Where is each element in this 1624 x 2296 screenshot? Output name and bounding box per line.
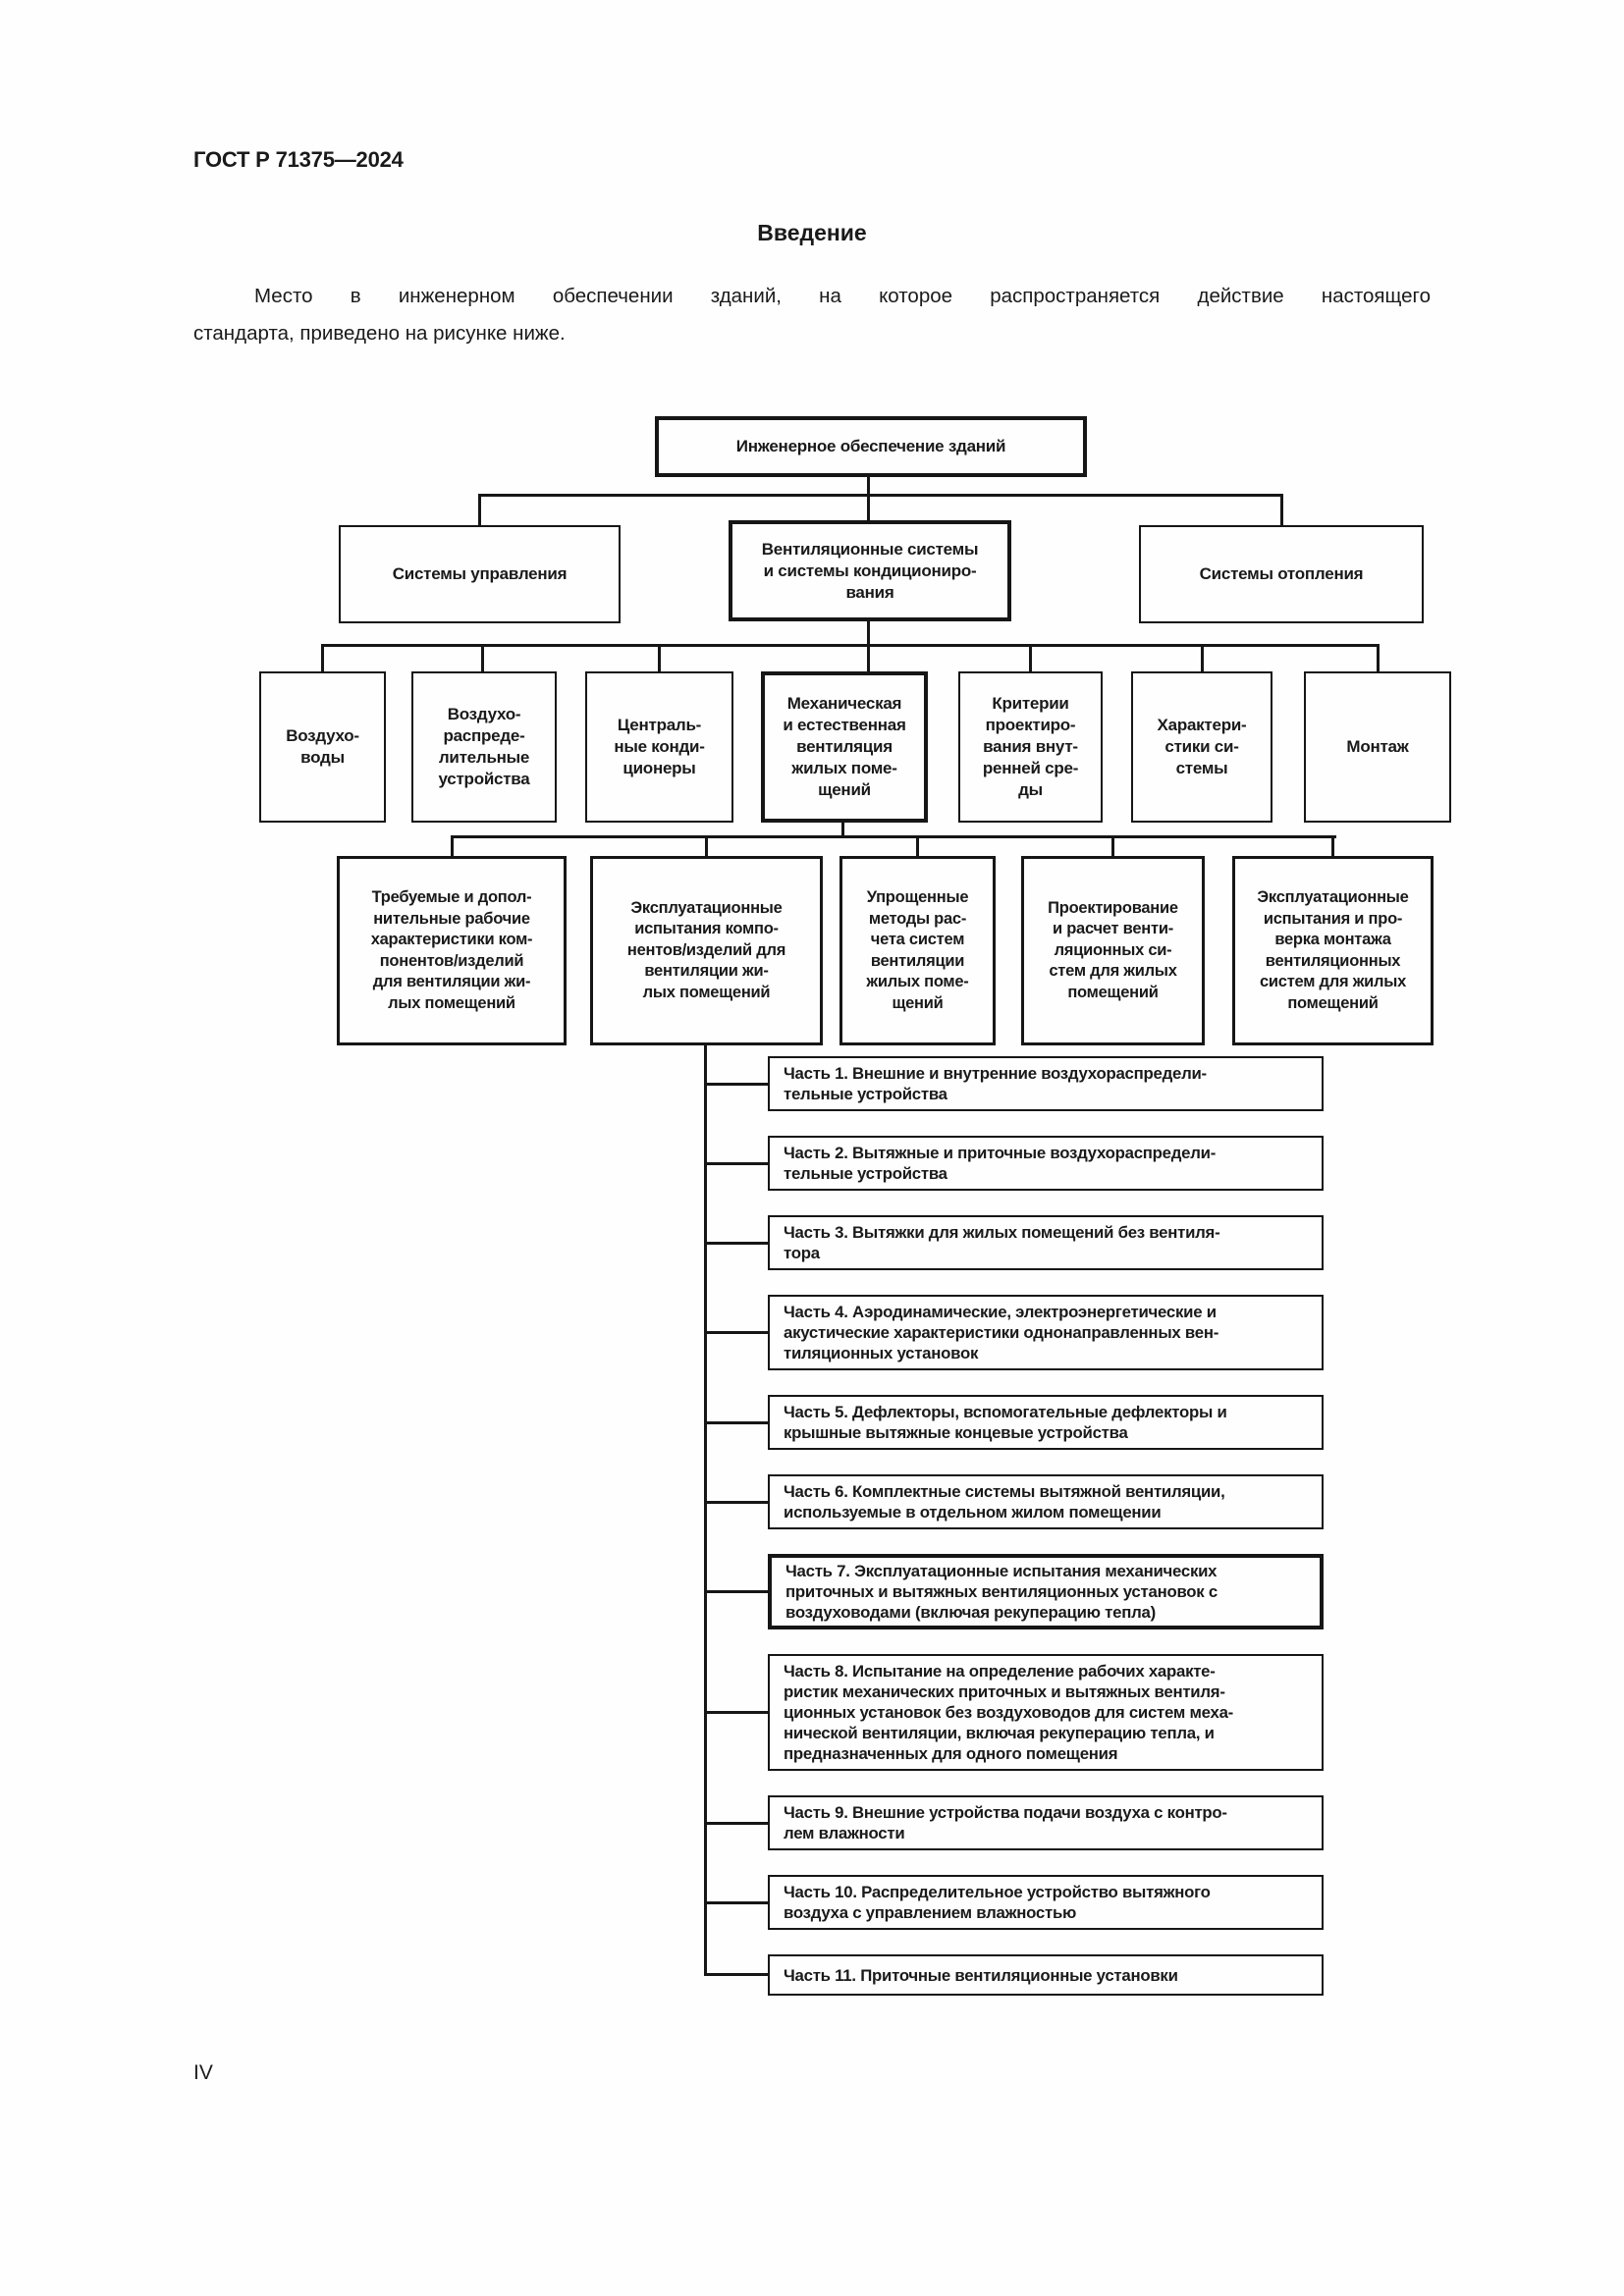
- part-7: Часть 7. Эксплуатационные испытания меха…: [768, 1554, 1324, 1629]
- part-6: Часть 6. Комплектные системы вытяжной ве…: [768, 1474, 1324, 1529]
- node-indoor-environment-design-criteria: Критерии проектиро- вания внут- ренней с…: [958, 671, 1103, 823]
- connector: [1201, 644, 1204, 673]
- page-number: IV: [193, 2061, 213, 2084]
- node-installation: Монтаж: [1304, 671, 1451, 823]
- intro-paragraph-line2: стандарта, приведено на рисунке ниже.: [193, 322, 566, 345]
- connector: [478, 494, 481, 527]
- connector: [321, 644, 324, 673]
- connector: [867, 621, 870, 647]
- node-air-ducts: Воздухо- воды: [259, 671, 386, 823]
- connector: [704, 1421, 769, 1424]
- part-5: Часть 5. Дефлекторы, вспомогательные деф…: [768, 1395, 1324, 1450]
- connector: [704, 1083, 769, 1086]
- node-air-distribution-devices: Воздухо- распреде- лительные устройства: [411, 671, 557, 823]
- node-operational-tests-components: Эксплуатационные испытания компо- нентов…: [590, 856, 823, 1045]
- connector: [704, 1242, 769, 1245]
- connector: [1029, 644, 1032, 673]
- connector: [704, 1501, 769, 1504]
- node-heating-systems: Системы отопления: [1139, 525, 1424, 623]
- node-operational-tests-installation-check: Эксплуатационные испытания и про- верка …: [1232, 856, 1434, 1045]
- connector: [321, 644, 1380, 647]
- node-system-characteristics: Характери- стики си- стемы: [1131, 671, 1272, 823]
- part-11: Часть 11. Приточные вентиляционные устан…: [768, 1954, 1324, 1996]
- node-mechanical-natural-ventilation: Механическая и естественная вентиляция ж…: [761, 671, 928, 823]
- connector: [704, 1973, 769, 1976]
- connector: [704, 1901, 769, 1904]
- connector: [658, 644, 661, 673]
- node-building-engineering: Инженерное обеспечение зданий: [655, 416, 1087, 477]
- section-title: Введение: [757, 220, 867, 245]
- connector: [704, 1162, 769, 1165]
- intro-paragraph-line1: Место в инженерном обеспечении зданий, н…: [254, 285, 1431, 307]
- connector: [478, 494, 1283, 497]
- connector: [704, 1590, 769, 1593]
- connector: [867, 644, 870, 673]
- connector: [481, 644, 484, 673]
- standard-code: ГОСТ Р 71375—2024: [193, 147, 404, 172]
- connector: [704, 1331, 769, 1334]
- connector: [1280, 494, 1283, 527]
- connector: [916, 835, 919, 859]
- part-3: Часть 3. Вытяжки для жилых помещений без…: [768, 1215, 1324, 1270]
- part-8: Часть 8. Испытание на определение рабочи…: [768, 1654, 1324, 1771]
- connector: [705, 835, 708, 859]
- part-2: Часть 2. Вытяжные и приточные воздухорас…: [768, 1136, 1324, 1191]
- node-control-systems: Системы управления: [339, 525, 621, 623]
- connector: [704, 1711, 769, 1714]
- node-ventilation-air-conditioning-systems: Вентиляционные системы и системы кондици…: [729, 520, 1011, 621]
- connector: [841, 823, 844, 838]
- node-required-additional-performance: Требуемые и допол- нительные рабочие хар…: [337, 856, 567, 1045]
- part-1: Часть 1. Внешние и внутренние воздухорас…: [768, 1056, 1324, 1111]
- connector: [451, 835, 454, 859]
- connector: [704, 1822, 769, 1825]
- node-design-calculation-ventilation: Проектирование и расчет венти- ляционных…: [1021, 856, 1205, 1045]
- connector-spine: [704, 1045, 707, 1976]
- connector: [451, 835, 1336, 838]
- part-9: Часть 9. Внешние устройства подачи возду…: [768, 1795, 1324, 1850]
- connector: [1331, 835, 1334, 859]
- node-simplified-calculation-methods: Упрощенные методы рас- чета систем венти…: [839, 856, 996, 1045]
- part-10: Часть 10. Распределительное устройство в…: [768, 1875, 1324, 1930]
- connector: [867, 477, 870, 522]
- connector: [1111, 835, 1114, 859]
- part-4: Часть 4. Аэродинамические, электроэнерге…: [768, 1295, 1324, 1370]
- connector: [1377, 644, 1380, 673]
- node-central-conditioners: Централь- ные конди- ционеры: [585, 671, 733, 823]
